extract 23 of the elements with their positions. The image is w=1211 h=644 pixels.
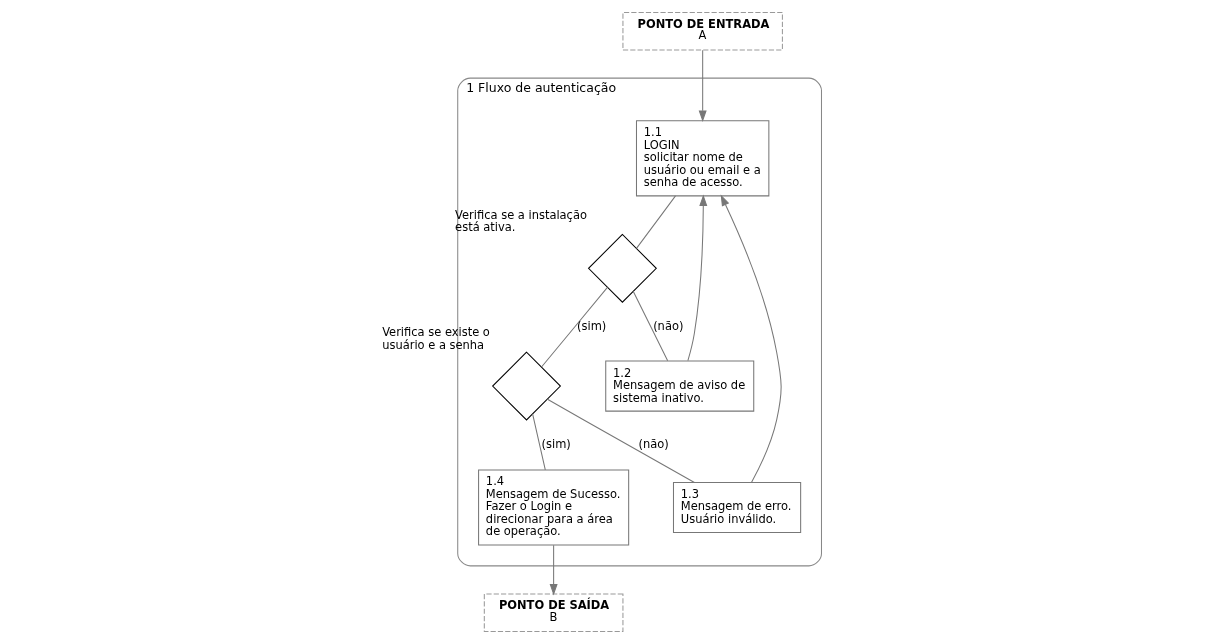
node-box: 1.2 Mensagem de aviso de sistema inativo. [604,360,754,412]
arrow [720,194,782,483]
node-label: Verifica se existe o usuário e a senha [381,325,490,352]
node-box: 1.1 LOGIN solicitar nome de usuário ou email e a senha de acesso. [635,120,769,197]
node-box: PONTO DE SAÍDA B [483,593,623,633]
connector [635,195,676,249]
node-diamond [587,233,657,303]
node-box: 1.4 Mensagem de Sucesso. Fazer o Login e direcionar para a área de operação. [477,469,629,546]
connector [632,290,668,362]
node-box: PONTO DE ENTRADA A [621,11,783,51]
edge-label: (sim) [576,319,606,334]
edge-label: (não) [638,436,669,451]
node-box: 1.3 Mensagem de erro. Usuário inválido. [672,482,801,534]
arrow [686,194,707,362]
edge-label: (sim) [541,436,571,451]
connector [531,413,546,471]
arrow [698,49,707,122]
edge-label: (não) [652,319,683,334]
connector [540,286,608,368]
connector [546,398,695,483]
arrow [549,544,558,596]
node-label: Verifica se a instalação está ativa. [454,207,587,235]
node-diamond [491,351,561,421]
